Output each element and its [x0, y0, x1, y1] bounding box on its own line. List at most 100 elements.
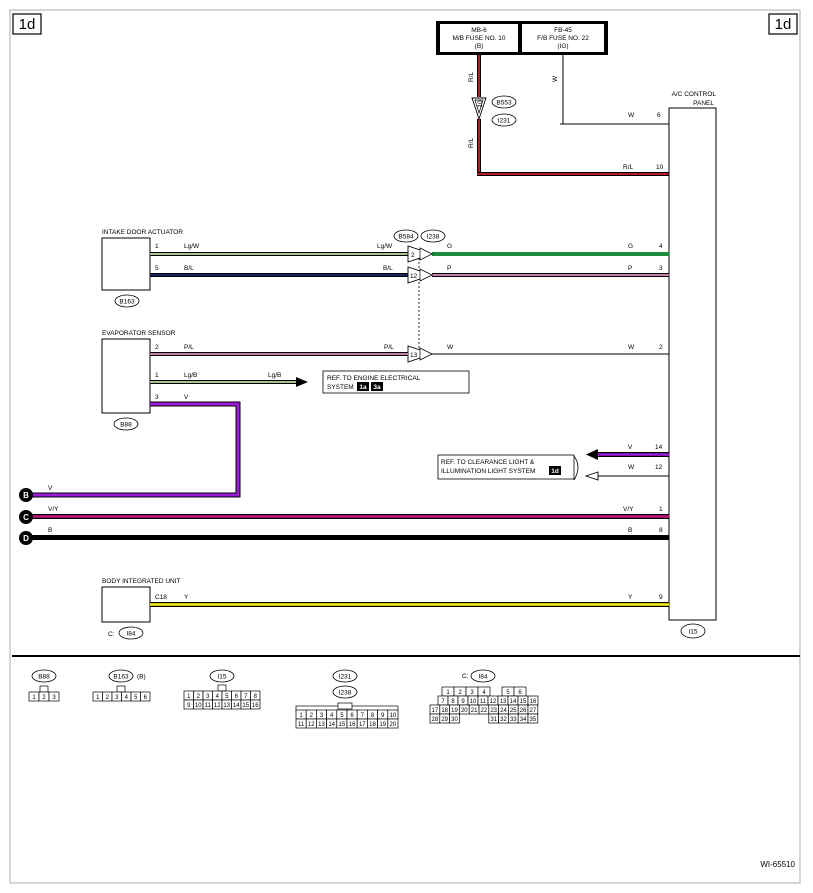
legend-i84-pin: 26	[520, 708, 527, 714]
legend-i231-pin: 11	[298, 722, 305, 728]
pin-12-ac: 12	[655, 464, 663, 471]
label-bl-right: B/L	[383, 265, 393, 272]
legend-i84-prefix: C:	[462, 673, 469, 680]
terminal-d: D	[19, 531, 33, 545]
legend-i15-pin: 10	[195, 703, 202, 709]
legend-i231-pin: 14	[328, 722, 335, 728]
legend-i84-pin: 25	[510, 708, 517, 714]
legend-i84-pin: 9	[461, 699, 465, 705]
legend-i231-pin: 12	[308, 722, 315, 728]
label-y-left: Y	[184, 594, 189, 601]
terminal-d-text: D	[23, 534, 29, 543]
terminal-b: B	[19, 488, 33, 502]
pin-1-ac: 1	[659, 506, 663, 513]
b88-tag	[113, 417, 139, 431]
wire-v-purple	[32, 401, 241, 498]
fuse1-line2: M/B FUSE NO. 10	[452, 35, 505, 42]
fuse2-line1: FB-45	[554, 27, 572, 34]
legend-i231-pin: 6	[350, 713, 354, 719]
b584-tag	[393, 229, 419, 243]
diagram-frame	[9, 9, 801, 884]
label-w-fuse: W	[552, 75, 559, 82]
i238-tag	[420, 229, 446, 243]
wire-v-pin14	[586, 449, 669, 460]
i231-tag	[491, 113, 517, 127]
legend-b88-cell	[48, 691, 60, 702]
legend-i231-pin: 16	[349, 722, 356, 728]
legend-i231-label: I231	[339, 674, 352, 681]
label-lgb-right: Lg/B	[268, 372, 281, 379]
legend-i15-tag	[209, 669, 235, 683]
ref-engine-badge-3a: 3a	[373, 384, 381, 391]
legend-i84-pin: 10	[470, 699, 477, 705]
label-lgw-right: Lg/W	[377, 243, 393, 250]
ref-engine-electrical: REF. TO ENGINE ELECTRICAL SYSTEM 1a 3a	[322, 370, 470, 394]
label-w-mid-left: W	[447, 344, 454, 351]
label-w-pin12: W	[628, 464, 635, 471]
legend-b88-pin: 3	[52, 695, 56, 701]
legend-b88-pin: 1	[32, 695, 36, 701]
label-v-pin14: V	[628, 444, 633, 451]
legend-i231-pin: 1	[299, 713, 303, 719]
i84-tag-text: I84	[126, 631, 135, 638]
legend-i15-pin: 9	[187, 703, 191, 709]
label-w-mid-right: W	[628, 344, 635, 351]
b584-tag-text: B584	[398, 234, 414, 241]
wire-lgb	[150, 377, 308, 387]
ref-engine-line1: REF. TO ENGINE ELECTRICAL	[327, 375, 421, 382]
legend-i84-cell	[527, 713, 539, 724]
legend-i84-pin: 11	[480, 699, 487, 705]
b553-tag	[491, 95, 517, 109]
wire-lgw	[150, 252, 408, 256]
legend-b163-pin: 5	[134, 695, 138, 701]
legend-i15-pin: 13	[223, 703, 230, 709]
ref-engine-badge-1a: 1a	[359, 384, 367, 391]
connector-b553-symbol: 10	[471, 97, 487, 121]
legend-i15-pin: 6	[235, 694, 239, 700]
pin-2-sensor: 2	[155, 344, 159, 351]
intake-door-actuator-label: INTAKE DOOR ACTUATOR	[102, 229, 183, 236]
legend-i84-pin: 33	[510, 717, 517, 723]
fuse2-line2: F/B FUSE NO. 22	[537, 35, 589, 42]
legend-i15-pin: 12	[214, 703, 221, 709]
pin-8-ac: 8	[659, 527, 663, 534]
legend-i84-pin: 13	[500, 699, 507, 705]
legend-i84-pin: 12	[490, 699, 497, 705]
ref-clearance-line1: REF. TO CLEARANCE LIGHT &	[441, 459, 535, 466]
legend-i15-pin: 1	[187, 694, 191, 700]
i238-tag-text: I238	[427, 234, 440, 241]
legend-i15-pin: 5	[225, 694, 229, 700]
pin-2-ac: 2	[659, 344, 663, 351]
fuse1-line3: (B)	[475, 43, 484, 50]
page-code-left: 1d	[12, 13, 42, 35]
legend-i84-pin: 28	[432, 717, 439, 723]
label-rl-upper: R/L	[468, 72, 475, 83]
legend-i231-pin: 19	[379, 722, 386, 728]
legend-i84-pin: 22	[481, 708, 488, 714]
legend-i231-pin: 9	[381, 713, 385, 719]
ref-engine-line2: SYSTEM	[327, 384, 354, 391]
legend-i231-pin: 15	[339, 722, 346, 728]
legend-b163-pin: 3	[115, 695, 119, 701]
ref-clearance-light: REF. TO CLEARANCE LIGHT & ILLUMINATION L…	[437, 454, 575, 480]
pin-3-ac: 3	[659, 265, 663, 272]
legend-i84-pin: 6	[518, 690, 522, 696]
legend-i84-pin: 30	[451, 717, 458, 723]
pin-6-ac: 6	[657, 112, 661, 119]
terminal-c: C	[19, 510, 33, 524]
label-rl-lower: R/L	[468, 138, 475, 149]
legend-b163-cell	[140, 691, 151, 702]
legend-i231-cell	[387, 718, 399, 729]
legend-i15-pin: 16	[252, 703, 259, 709]
legend-i84-pin: 21	[471, 708, 478, 714]
label-bl-left: B/L	[184, 265, 194, 272]
page-code-left-text: 1d	[19, 16, 36, 33]
legend-i238-label: I238	[339, 690, 352, 697]
legend-i15-pin: 7	[244, 694, 248, 700]
legend-i84-pin: 8	[451, 699, 455, 705]
b163-tag	[114, 294, 140, 308]
pin-c18-body: C18	[155, 594, 167, 601]
